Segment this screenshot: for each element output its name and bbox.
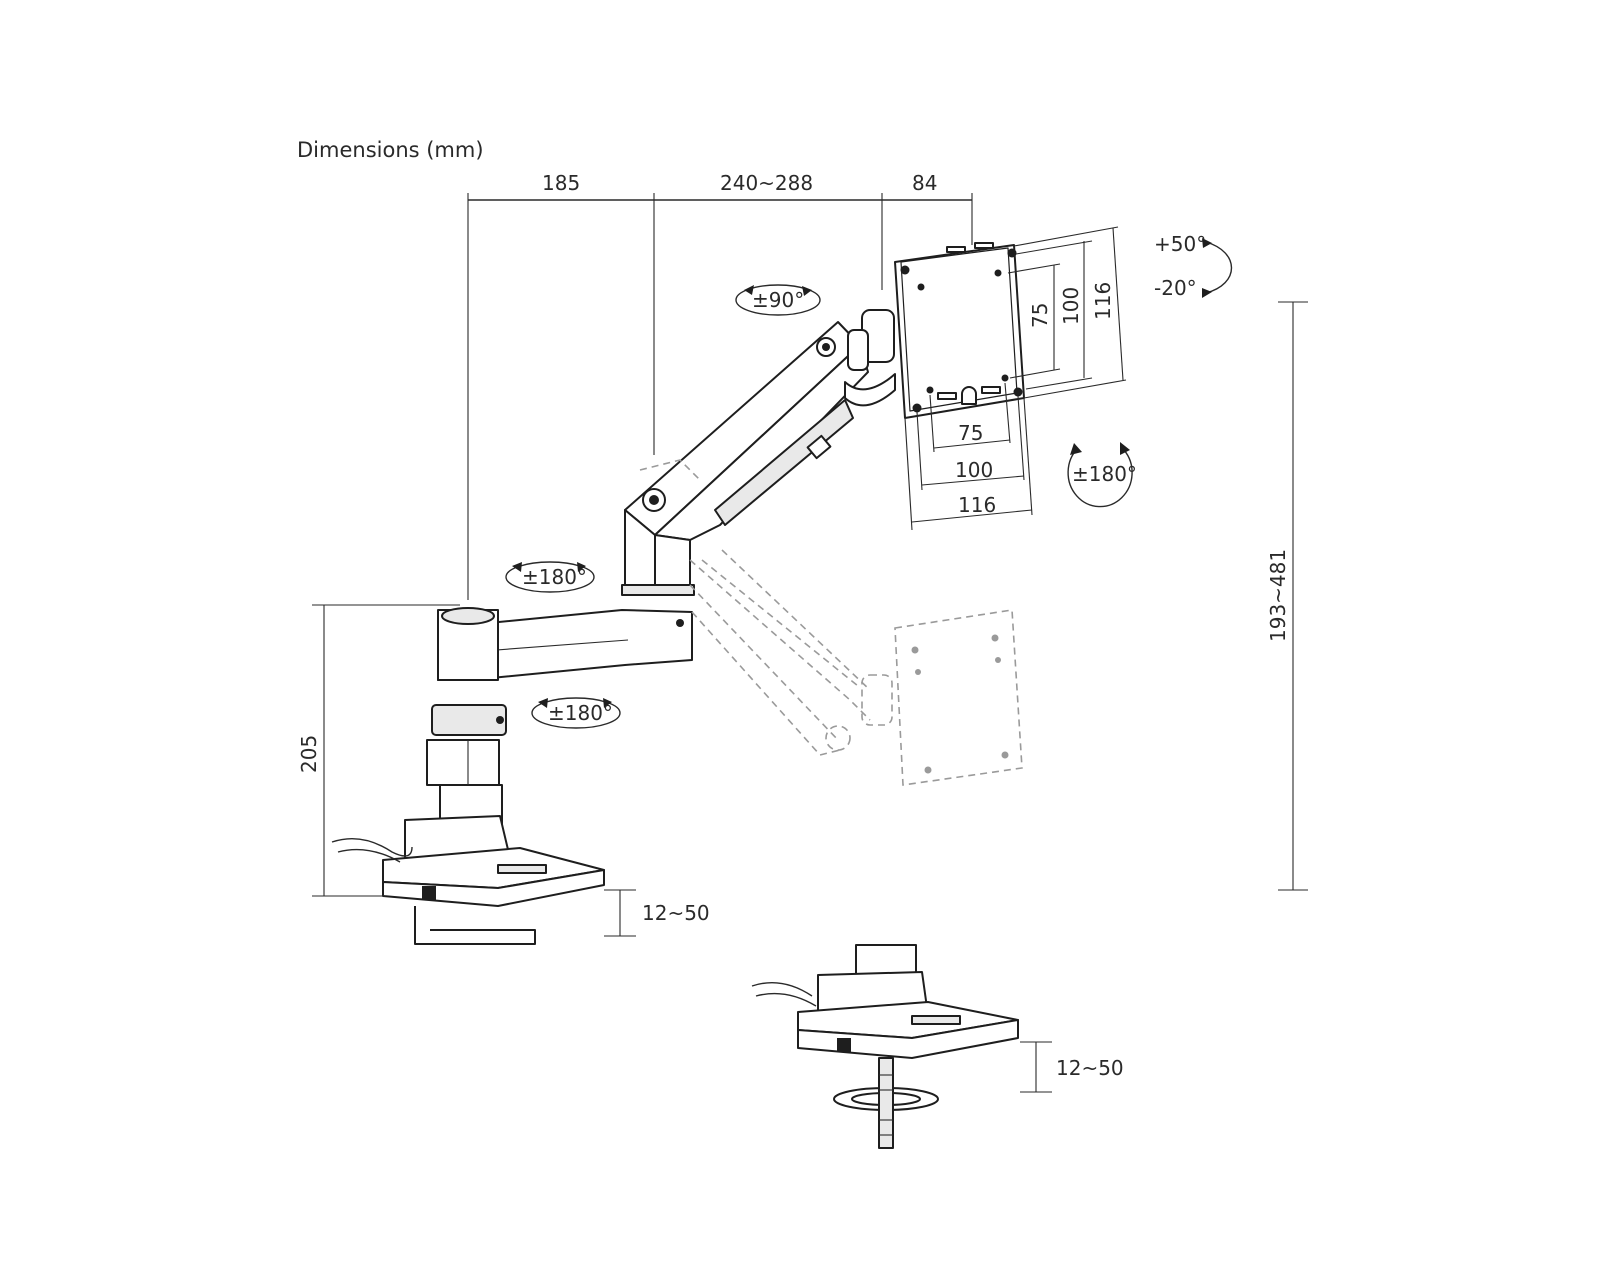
vesa-horizontal-dims — [904, 382, 1033, 531]
elbow-riser — [621, 459, 701, 596]
dim-clamp-thickness: 12~50 — [642, 901, 710, 925]
grommet-thickness-dim — [1020, 1041, 1052, 1093]
pole — [426, 607, 507, 826]
tilt-arrow-bottom-icon — [1202, 288, 1212, 298]
dim-height-range: 193~481 — [1266, 549, 1290, 642]
tilt-arc-icon — [1205, 241, 1232, 294]
head-swivel-icon — [735, 284, 821, 316]
tilt-up-label: +50° — [1154, 232, 1206, 256]
dim-vesa-v-100: 100 — [1059, 287, 1083, 325]
upper-arm — [624, 321, 869, 541]
dim-grommet-thickness: 12~50 — [1056, 1056, 1124, 1080]
pole-height-dim — [312, 604, 460, 897]
dim-base-to-elbow: 185 — [542, 171, 580, 195]
horizontal-dimension-lines — [467, 193, 973, 600]
base-rotate-icon — [531, 697, 621, 729]
screen-rotate-label: ±180° — [1072, 462, 1137, 486]
dim-vesa-h-75: 75 — [958, 421, 983, 445]
diagram-title: Dimensions (mm) — [297, 138, 484, 162]
dim-vesa-h-100: 100 — [955, 458, 993, 482]
head-joint — [844, 309, 896, 407]
tilt-down-label: -20° — [1154, 276, 1197, 300]
clamp-thickness-dim — [604, 889, 636, 937]
head-swivel-label: ±90° — [752, 288, 804, 312]
vesa-plate — [894, 242, 1025, 419]
vesa-vertical-dims — [1007, 226, 1127, 399]
tilt-arrow-top-icon — [1202, 238, 1212, 248]
grommet-mount — [751, 944, 1019, 1149]
dim-vesa-h-116: 116 — [958, 493, 996, 517]
base-rotate-label: ±180° — [548, 701, 613, 725]
elbow-rotate-label: ±180° — [522, 565, 587, 589]
dim-head-depth: 84 — [912, 171, 937, 195]
lowered-arm-ghost — [689, 549, 893, 756]
desk-clamp — [331, 815, 605, 945]
height-range-dim — [1278, 301, 1308, 891]
screen-rotate-icon — [1067, 442, 1133, 508]
dim-pole-height: 205 — [297, 735, 321, 773]
elbow-rotate-icon — [505, 561, 595, 593]
dim-vesa-v-116: 116 — [1091, 282, 1115, 320]
dim-arm-length: 240~288 — [720, 171, 813, 195]
dim-vesa-v-75: 75 — [1028, 303, 1052, 328]
lowered-plate-ghost — [894, 609, 1023, 786]
